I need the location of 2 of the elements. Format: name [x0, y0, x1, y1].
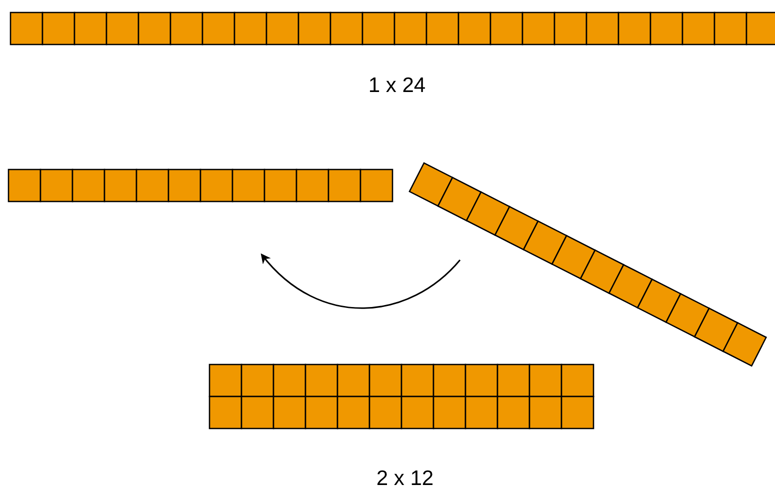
grid-label: 2 x 12 — [376, 467, 434, 491]
grid-label: 1 x 24 — [368, 74, 426, 98]
